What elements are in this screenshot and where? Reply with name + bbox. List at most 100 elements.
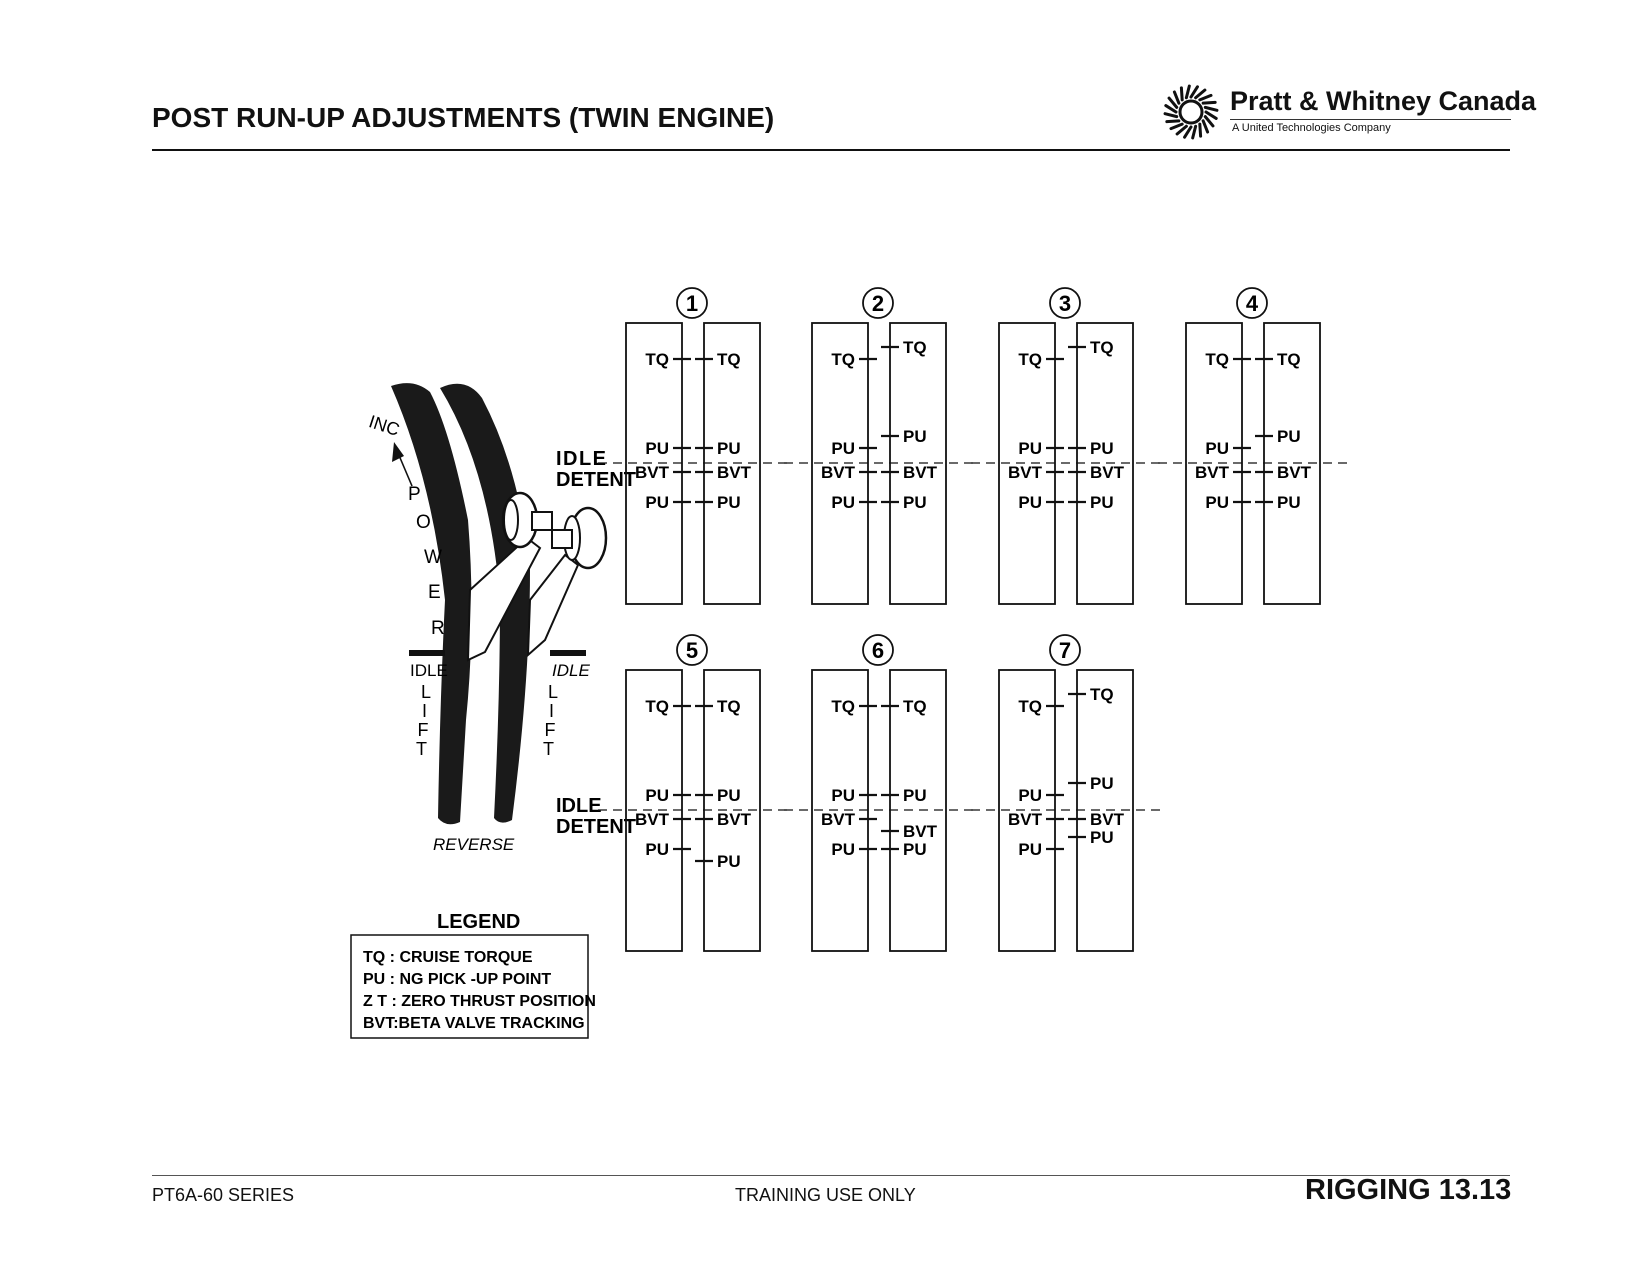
idle-label-right: IDLE — [552, 661, 590, 680]
legend-title: LEGEND — [437, 911, 520, 933]
left-marker-label: PU — [645, 493, 669, 512]
left-marker-label: TQ — [1018, 697, 1042, 716]
step-number: 7 — [1059, 638, 1071, 663]
right-marker-label: PU — [1090, 439, 1114, 458]
step-number-circle — [1049, 634, 1081, 666]
right-marker-label: PU — [717, 786, 741, 805]
legend-item: BVT:BETA VALVE TRACKING — [363, 1015, 585, 1032]
left-marker-label: TQ — [645, 350, 669, 369]
idle-detent-top-line1: IDLE — [556, 448, 606, 470]
inc-label: INC — [366, 411, 402, 440]
left-marker-label: TQ — [645, 697, 669, 716]
reverse-label: REVERSE — [433, 835, 515, 854]
step-number: 5 — [686, 638, 698, 663]
left-marker-label: PU — [645, 840, 669, 859]
power-letter: O — [416, 512, 431, 533]
left-marker-label: BVT — [635, 463, 670, 482]
step-number: 3 — [1059, 291, 1071, 316]
left-marker-label: BVT — [635, 810, 670, 829]
footer-page-ref: RIGGING 13.13 — [1305, 1174, 1512, 1206]
legend: LEGEND TQ : CRUISE TORQUE PU : NG PICK -… — [350, 911, 596, 1039]
left-marker-label: PU — [1205, 493, 1229, 512]
lift-letter: T — [543, 739, 554, 759]
right-marker-label: PU — [903, 493, 927, 512]
right-marker-label: BVT — [903, 463, 938, 482]
lift-letter: T — [416, 739, 427, 759]
right-marker-label: TQ — [717, 697, 741, 716]
logo-subtitle: A United Technologies Company — [1232, 122, 1391, 134]
power-letter: W — [424, 547, 442, 568]
left-marker-label: TQ — [831, 697, 855, 716]
right-marker-label: PU — [903, 427, 927, 446]
legend-item: Z T : ZERO THRUST POSITION — [363, 993, 596, 1010]
left-marker-label: PU — [1018, 439, 1042, 458]
page-title: POST RUN-UP ADJUSTMENTS (TWIN ENGINE) — [152, 102, 775, 133]
idle-mark-left — [409, 650, 445, 656]
left-marker-label: TQ — [831, 350, 855, 369]
idle-mark-right — [550, 650, 586, 656]
right-marker-label: TQ — [1090, 685, 1114, 704]
adjustment-panels: 1TQPUBVTPUTQPUBVTPU2TQPUBVTPUTQPUBVTPU3T… — [598, 287, 1348, 952]
right-marker-label: PU — [903, 840, 927, 859]
knob-rim-left — [503, 499, 519, 541]
idle-label-left: IDLE — [410, 661, 448, 680]
left-marker-label: PU — [1018, 840, 1042, 859]
power-lever-arm-right[interactable] — [526, 553, 580, 658]
right-marker-label: TQ — [1277, 350, 1301, 369]
lift-letter: L — [548, 682, 558, 702]
up-arrow-icon — [392, 442, 404, 462]
right-marker-label: BVT — [1277, 463, 1312, 482]
left-marker-label: PU — [831, 840, 855, 859]
step-number: 1 — [686, 291, 698, 316]
left-marker-label: TQ — [1205, 350, 1229, 369]
left-marker-label: PU — [645, 439, 669, 458]
right-marker-label: TQ — [903, 338, 927, 357]
right-marker-label: TQ — [1090, 338, 1114, 357]
right-marker-label: PU — [1277, 427, 1301, 446]
right-marker-label: PU — [717, 852, 741, 871]
idle-detent-bottom-line2: DETENT — [556, 816, 636, 838]
right-marker-label: TQ — [717, 350, 741, 369]
right-marker-label: PU — [1090, 774, 1114, 793]
power-letter: P — [408, 484, 421, 505]
left-marker-label: PU — [1018, 493, 1042, 512]
step-number: 4 — [1246, 291, 1259, 316]
lift-letter: F — [545, 720, 556, 740]
right-marker-label: BVT — [1090, 810, 1125, 829]
right-marker-label: PU — [717, 439, 741, 458]
left-marker-label: PU — [831, 439, 855, 458]
right-marker-label: BVT — [1090, 463, 1125, 482]
knob-neck-left — [531, 511, 553, 531]
left-marker-label: PU — [831, 493, 855, 512]
lift-letter: L — [421, 682, 431, 702]
right-marker-label: PU — [903, 786, 927, 805]
logo-name: Pratt & Whitney Canada — [1230, 86, 1537, 116]
lever-slot-right — [440, 383, 530, 823]
left-marker-label: BVT — [1008, 810, 1043, 829]
legend-item: TQ : CRUISE TORQUE — [363, 949, 533, 966]
right-marker-label: BVT — [717, 463, 752, 482]
left-marker-label: BVT — [1195, 463, 1230, 482]
lift-letter: I — [549, 701, 554, 721]
right-marker-label: BVT — [717, 810, 752, 829]
left-marker-label: TQ — [1018, 350, 1042, 369]
step-number-circle — [1049, 287, 1081, 319]
left-marker-label: BVT — [821, 810, 856, 829]
lever-slot-left — [391, 383, 472, 825]
idle-detent-top-line2: DETENT — [556, 469, 636, 491]
inc-arrow-line — [397, 452, 413, 487]
left-marker-label: PU — [1018, 786, 1042, 805]
step-number-circle — [1236, 287, 1268, 319]
idle-detent-labels: IDLE DETENT IDLE DETENT — [556, 448, 636, 838]
footer-series: PT6A-60 SERIES — [152, 1185, 295, 1205]
left-marker-label: BVT — [821, 463, 856, 482]
right-marker-label: PU — [1277, 493, 1301, 512]
